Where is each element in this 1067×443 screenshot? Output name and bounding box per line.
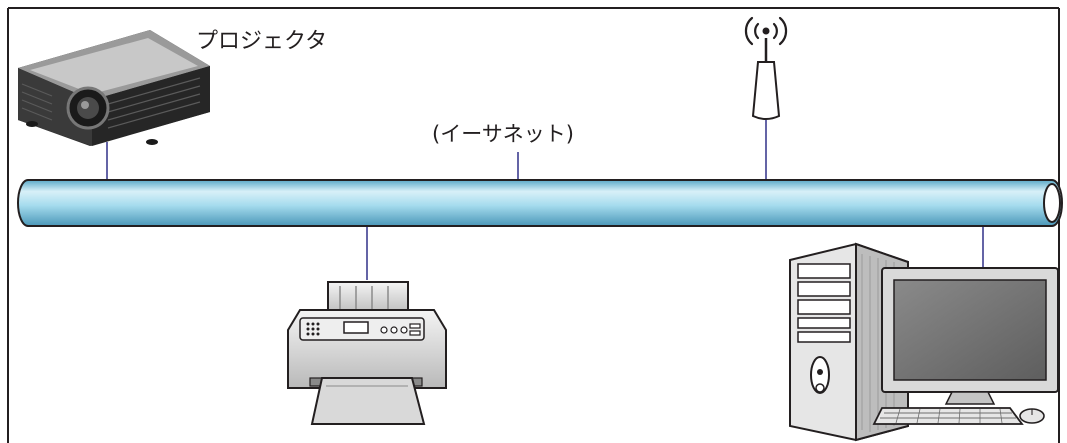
ethernet-label: (イーサネット) (432, 122, 574, 146)
printer-icon (287, 281, 447, 425)
wireless-antenna-icon (744, 16, 788, 120)
desktop-computer-icon (789, 242, 1059, 442)
ethernet-cable (17, 179, 1063, 227)
connector-lines (106, 120, 984, 280)
projector-icon (18, 30, 210, 146)
projector-label: プロジェクタ (196, 29, 327, 54)
